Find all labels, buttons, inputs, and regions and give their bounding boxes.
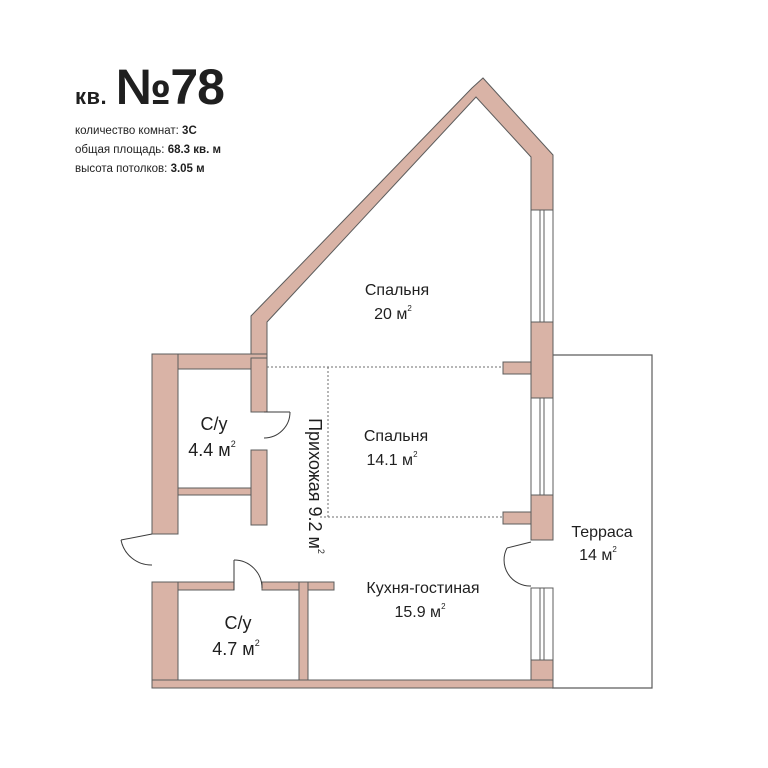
kitchen-area-sup: 2 bbox=[441, 602, 446, 611]
spec-rooms-label: количество комнат: bbox=[75, 125, 179, 137]
wall-south bbox=[151, 679, 554, 689]
door-bath1 bbox=[263, 411, 291, 439]
window-kitchen bbox=[530, 587, 554, 661]
bedroom1-area-sup: 2 bbox=[407, 304, 412, 313]
wall-west-upper bbox=[151, 353, 179, 535]
hallway-area-sup: 2 bbox=[316, 549, 326, 554]
door-terrace bbox=[503, 541, 532, 587]
terrace-area: 14 м2 bbox=[579, 545, 617, 564]
bedroom2-area-sup: 2 bbox=[413, 450, 418, 459]
hallway-label: Прихожая 9.2 м2 bbox=[305, 418, 326, 554]
wall-diagonal bbox=[250, 77, 554, 359]
interior-walls bbox=[151, 77, 554, 689]
door-entrance bbox=[120, 533, 153, 566]
wall-west-lower bbox=[151, 581, 179, 689]
bathroom1-name: С/у bbox=[201, 414, 228, 434]
spec-area: общая площадь: 68.3 кв. м bbox=[75, 141, 221, 160]
room-labels: Спальня 20 м2 Спальня 14.1 м2 С/у 4.4 м2… bbox=[188, 282, 632, 659]
bathroom1-area: 4.4 м2 bbox=[188, 439, 235, 460]
door-bath2 bbox=[233, 559, 263, 590]
bathroom2-area: 4.7 м2 bbox=[212, 638, 259, 659]
wall-bath2-top-right bbox=[261, 581, 301, 591]
spec-rooms-value: 3С bbox=[182, 125, 197, 137]
apartment-header: кв. №78 количество комнат: 3С общая площ… bbox=[75, 58, 335, 188]
bedroom1-area-value: 20 м bbox=[374, 306, 407, 323]
kitchen-name: Кухня-гостиная bbox=[366, 580, 479, 597]
spec-area-value: 68.3 кв. м bbox=[167, 144, 221, 156]
bedroom1-area: 20 м2 bbox=[374, 304, 412, 323]
wall-bath2-right bbox=[298, 581, 309, 689]
bedroom2-area: 14.1 м2 bbox=[366, 450, 418, 469]
apartment-prefix: кв. bbox=[75, 84, 108, 109]
spec-ceiling-label: высота потолков: bbox=[75, 163, 168, 175]
spec-ceiling: высота потолков: 3.05 м bbox=[75, 160, 221, 179]
bedroom2-area-value: 14.1 м bbox=[366, 452, 413, 469]
bedroom2-name: Спальня bbox=[364, 428, 428, 445]
hallway-name: Прихожая 9.2 м bbox=[305, 418, 325, 549]
wall-east-upper bbox=[530, 321, 554, 399]
wall-east-mid bbox=[530, 494, 554, 541]
terrace-area-sup: 2 bbox=[612, 545, 617, 554]
apartment-number: №78 bbox=[115, 59, 225, 115]
window-bedroom1 bbox=[530, 209, 554, 323]
bathroom2-area-value: 4.7 м bbox=[212, 639, 254, 659]
wall-east-stub-1 bbox=[502, 361, 532, 375]
wall-bath1-bottom bbox=[177, 487, 252, 496]
wall-kitchen-stub bbox=[307, 581, 335, 591]
bathroom1-area-sup: 2 bbox=[231, 439, 236, 449]
wall-east-stub-2 bbox=[502, 511, 532, 525]
doors bbox=[120, 411, 532, 590]
bathroom2-name: С/у bbox=[225, 613, 252, 633]
spec-rooms: количество комнат: 3С bbox=[75, 122, 221, 141]
terrace-name: Терраса bbox=[571, 524, 632, 541]
apartment-title: кв. №78 bbox=[75, 58, 225, 116]
room-dividers bbox=[267, 366, 503, 518]
windows bbox=[530, 209, 554, 661]
bathroom1-area-value: 4.4 м bbox=[188, 440, 230, 460]
spec-ceiling-value: 3.05 м bbox=[170, 163, 205, 175]
wall-bath1-right-upper bbox=[250, 357, 268, 413]
wall-bath2-top bbox=[177, 581, 235, 591]
kitchen-area-value: 15.9 м bbox=[394, 604, 441, 621]
bedroom1-name: Спальня bbox=[365, 282, 429, 299]
specs-list: количество комнат: 3С общая площадь: 68.… bbox=[75, 122, 221, 179]
bathroom2-area-sup: 2 bbox=[255, 638, 260, 648]
terrace-area-value: 14 м bbox=[579, 547, 612, 564]
kitchen-area: 15.9 м2 bbox=[394, 602, 446, 621]
wall-bath1-right-lower bbox=[250, 449, 268, 526]
spec-area-label: общая площадь: bbox=[75, 144, 165, 156]
window-bedroom2 bbox=[530, 397, 554, 496]
terrace-outline bbox=[552, 354, 653, 689]
